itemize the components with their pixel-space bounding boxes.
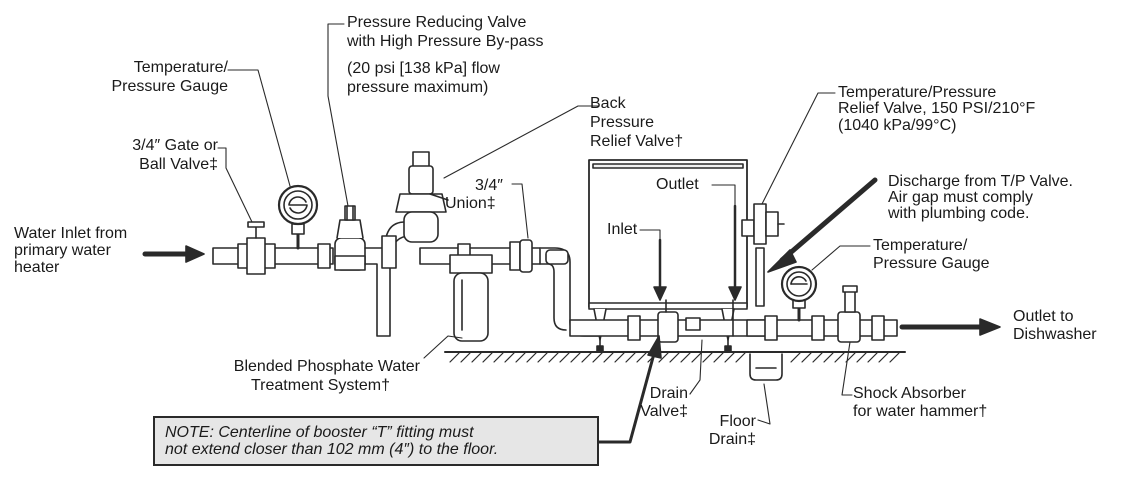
note-line-2: not extend closer than 102 mm (4″) to th… (165, 441, 499, 458)
phosphate-filter (449, 254, 493, 342)
floor-hatch-mark (548, 352, 559, 363)
floor-hatch-mark (735, 352, 746, 363)
back-pressure-label-2: Pressure (590, 114, 655, 131)
shock-absorber-label-2: for water hammer† (853, 403, 988, 420)
floor (444, 351, 906, 363)
note-line-1: NOTE: Centerline of booster “T” fitting … (165, 424, 474, 441)
gate-valve-label-1: 3/4″ Gate or (132, 137, 218, 154)
floor-hatch-mark (625, 352, 636, 363)
gate-valve (246, 221, 266, 275)
inlet-label-3: heater (14, 259, 60, 276)
floor-hatch-mark (592, 352, 603, 363)
floor-hatch-mark (614, 352, 625, 363)
shock-absorber-label-1: Shock Absorber (853, 385, 966, 402)
floor-hatch-mark (702, 352, 713, 363)
drain-valve-label-1: Drain (649, 385, 688, 402)
union-label-2: Union‡ (445, 195, 496, 212)
outlet-dishwasher-label-2: Dishwasher (1013, 326, 1097, 343)
outlet-pipe (746, 311, 898, 343)
floor-hatch-mark (856, 352, 867, 363)
inlet-label: Inlet (607, 221, 638, 238)
floor-hatch-mark (834, 352, 845, 363)
floor-hatch-mark (812, 352, 823, 363)
floor-hatch-mark (867, 352, 878, 363)
gate-valve-label-2: Ball Valve‡ (139, 156, 218, 173)
union-label-1: 3/4″ (475, 177, 503, 194)
floor-hatch-mark (691, 352, 702, 363)
prv-note-1: (20 psi [138 kPa] flow (347, 60, 500, 77)
tp-relief-label-3: (1040 kPa/99°C) (838, 117, 957, 134)
left-gauge-label-1: Temperature/ (133, 59, 228, 76)
floor-hatch-mark (504, 352, 515, 363)
floor-hatch-mark (680, 352, 691, 363)
inlet-label-2: primary water (14, 242, 111, 259)
floor-hatch-mark (636, 352, 647, 363)
tp-relief-label-2: Relief Valve, 150 PSI/210°F (838, 100, 1036, 117)
floor-drain (749, 353, 783, 381)
floor-hatch-mark (658, 352, 669, 363)
drain-valve-label-2: Valve‡ (640, 403, 688, 420)
discharge-label-2: Air gap must comply (888, 189, 1033, 206)
tp-relief-valve (741, 203, 785, 307)
floor-hatch-mark (581, 352, 592, 363)
left-pressure-gauge (277, 184, 319, 250)
pressure-reducing-valve (334, 205, 366, 271)
floor-hatch-mark (471, 352, 482, 363)
floor-hatch-mark (537, 352, 548, 363)
flow-arrows (142, 177, 1001, 444)
floor-hatch-mark (460, 352, 471, 363)
floor-hatch-mark (603, 352, 614, 363)
floor-hatch-mark (878, 352, 889, 363)
under-heater-pipe (569, 299, 771, 343)
floor-drain-label-2: Drain‡ (708, 431, 756, 448)
floor-hatch-mark (801, 352, 812, 363)
floor-hatch-mark (515, 352, 526, 363)
floor-hatch-mark (713, 352, 724, 363)
floor-drain-label-1: Floor (719, 413, 756, 430)
outlet-label: Outlet (656, 176, 699, 193)
right-gauge-label-1: Temperature/ (873, 237, 968, 254)
centerline-note: NOTE: Centerline of booster “T” fitting … (153, 416, 599, 466)
floor-hatch-mark (570, 352, 581, 363)
prv-note-2: pressure maximum) (347, 79, 489, 96)
right-gauge-label-2: Pressure Gauge (873, 255, 990, 272)
floor-hatch-mark (823, 352, 834, 363)
prv-subtitle: with High Pressure By-pass (347, 33, 544, 50)
floor-hatch-mark (790, 352, 801, 363)
inlet-label-1: Water Inlet from (14, 225, 128, 242)
shock-absorber (842, 285, 858, 313)
tp-relief-label-1: Temperature/Pressure (838, 84, 997, 101)
floor-hatch-mark (669, 352, 680, 363)
floor-hatch-mark (559, 352, 570, 363)
back-pressure-label-1: Back (590, 95, 626, 112)
outlet-dishwasher-label-1: Outlet to (1013, 308, 1074, 325)
floor-hatch-mark (449, 352, 460, 363)
floor-hatch-mark (526, 352, 537, 363)
floor-hatch-mark (493, 352, 504, 363)
discharge-label-3: with plumbing code. (888, 205, 1030, 222)
inlet-pipe (212, 243, 334, 269)
right-pressure-gauge (780, 265, 818, 322)
phosphate-label-2: Treatment System† (250, 377, 390, 394)
phosphate-label-1: Blended Phosphate Water (233, 358, 420, 375)
discharge-label-1: Discharge from T/P Valve. (888, 173, 1073, 190)
back-pressure-relief-valve (395, 151, 449, 243)
floor-hatch-mark (724, 352, 735, 363)
back-pressure-label-3: Relief Valve† (590, 133, 684, 150)
floor-hatch-mark (482, 352, 493, 363)
left-gauge-label-2: Pressure Gauge (111, 78, 228, 95)
leader-lines (217, 23, 871, 425)
prv-title: Pressure Reducing Valve (347, 14, 527, 31)
floor-hatch-mark (889, 352, 900, 363)
